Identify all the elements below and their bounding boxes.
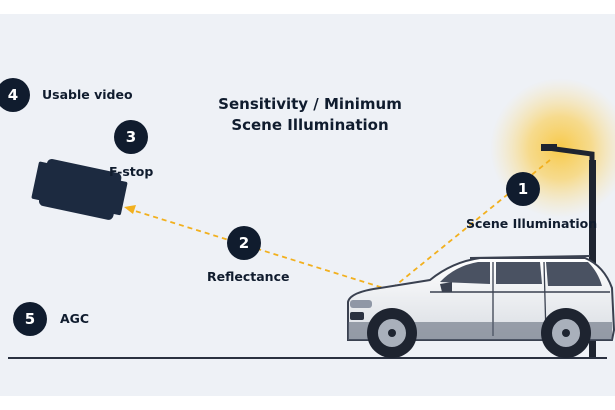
camera-icon xyxy=(31,158,128,220)
title-line-2: Scene Illumination xyxy=(231,116,389,134)
light-path-lamp-to-car xyxy=(389,159,551,291)
label-f-stop: F-stop xyxy=(109,164,154,179)
title-line-1: Sensitivity / Minimum xyxy=(218,95,402,113)
badge-3: 3 xyxy=(114,120,148,154)
car-illustration xyxy=(347,255,615,358)
label-agc: AGC xyxy=(60,311,90,326)
street-lamp-icon xyxy=(541,144,596,358)
arrowhead xyxy=(124,205,136,214)
label-reflectance: Reflectance xyxy=(207,269,290,284)
label-scene-illumination: Scene Illumination xyxy=(466,216,598,231)
badge-4: 4 xyxy=(0,78,30,112)
light-path-car-to-camera xyxy=(131,209,391,291)
badge-2: 2 xyxy=(227,226,261,260)
badge-5: 5 xyxy=(13,302,47,336)
diagram-title: Sensitivity / Minimum Scene Illumination xyxy=(200,94,420,136)
badge-1: 1 xyxy=(506,172,540,206)
label-usable-video: Usable video xyxy=(42,87,133,102)
